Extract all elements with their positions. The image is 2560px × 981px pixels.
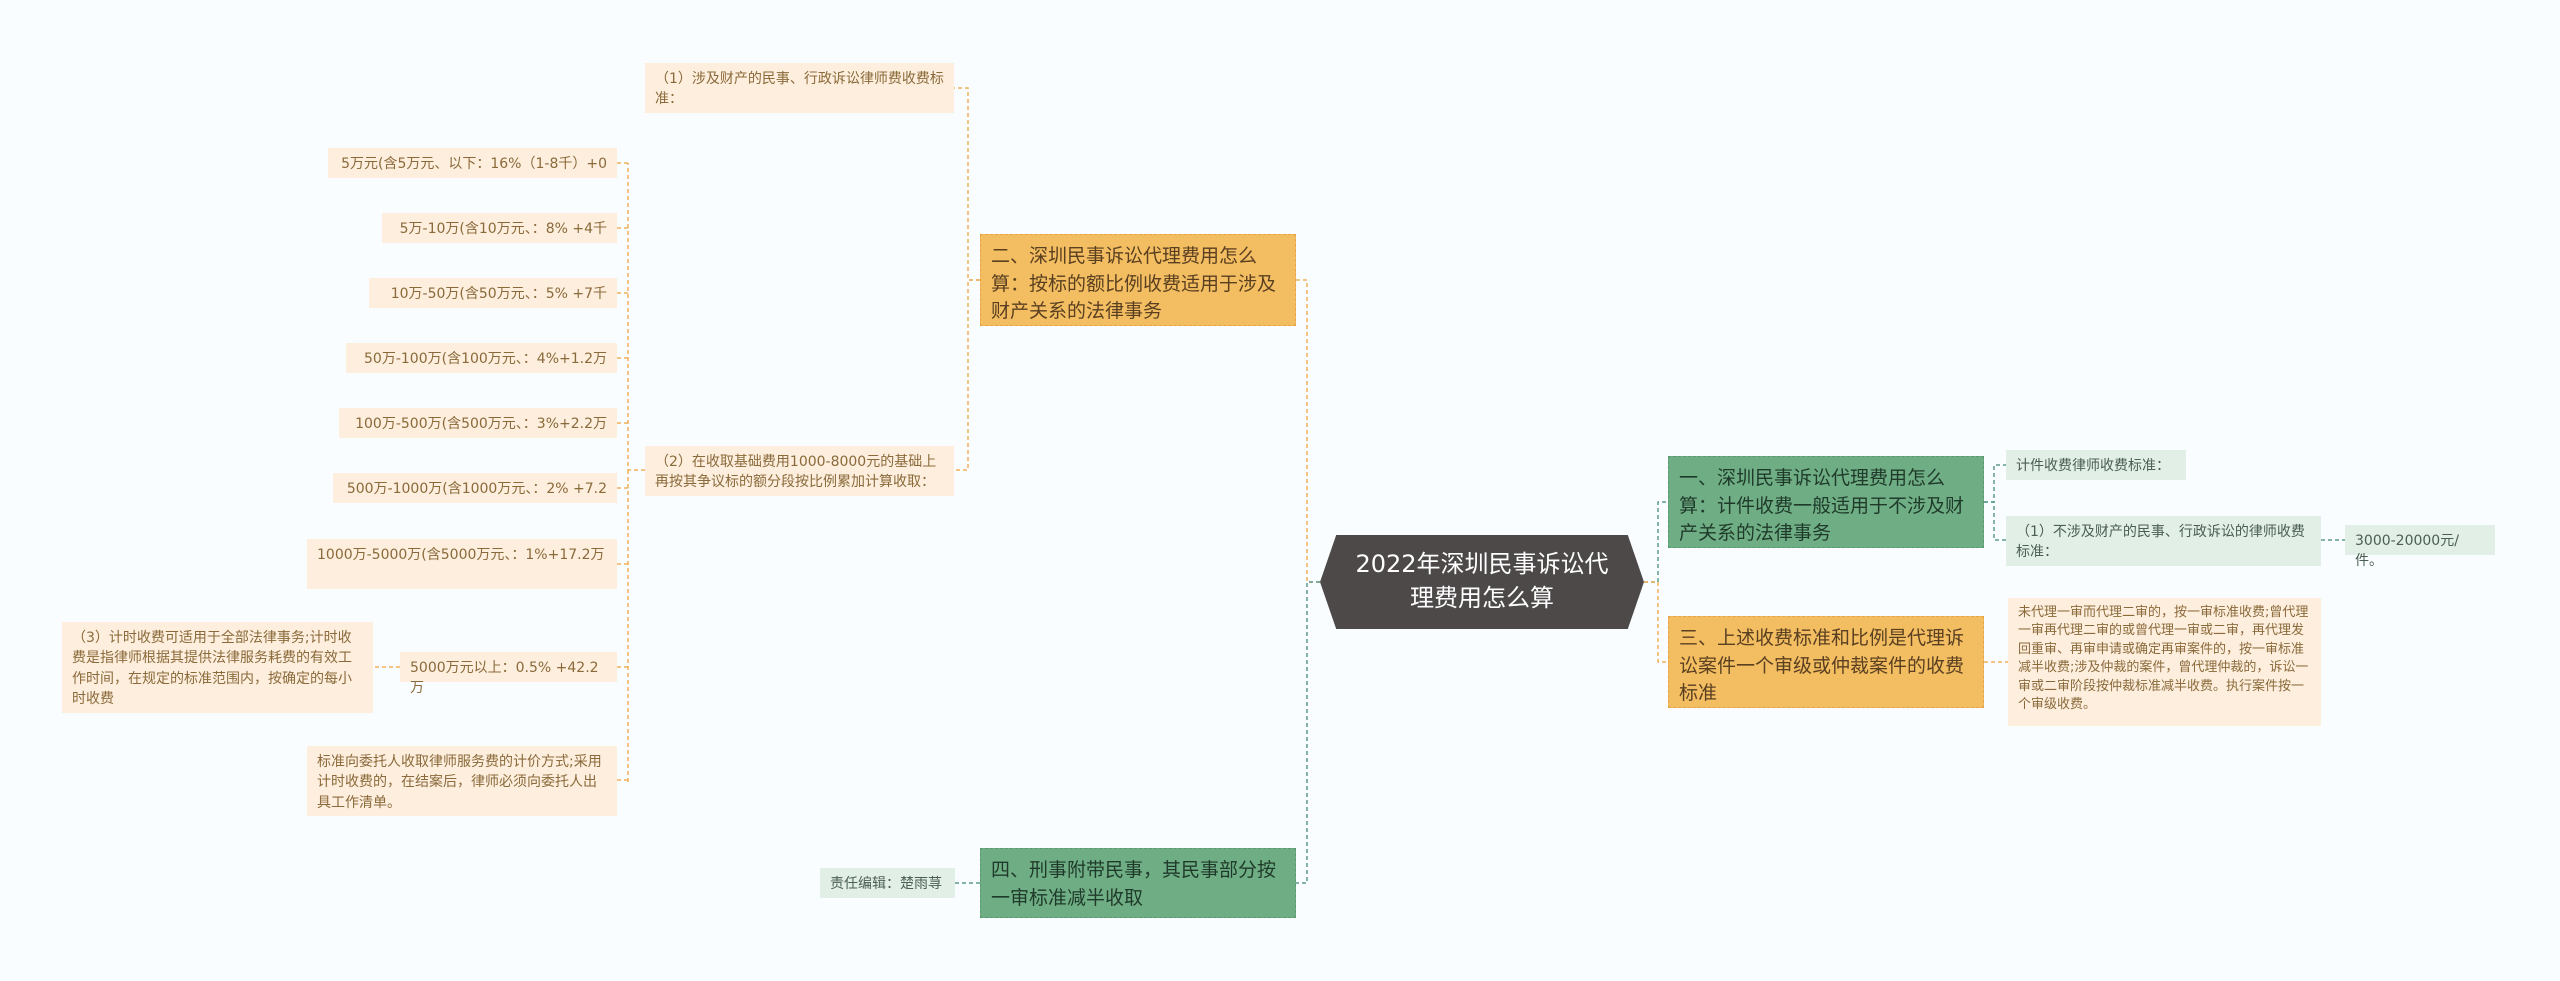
- branch-4-label: 四、刑事附带民事，其民事部分按一审标准减半收取: [991, 859, 1277, 909]
- link-branch2-child2: [954, 279, 980, 471]
- tier-text: 5万元(含5万元、以下：16%（1-8千）+0: [341, 156, 607, 172]
- tier-item[interactable]: 1000万-5000万(含5000万元、：1%+17.2万: [307, 539, 617, 589]
- link-root-branch1: [1644, 501, 1668, 583]
- tier-item[interactable]: 100万-500万(含500万元、：3%+2.2万: [339, 408, 617, 438]
- tier-item[interactable]: 500万-1000万(含1000万元、：2% +7.2: [333, 473, 617, 503]
- tier-text: 5000万元以上：0.5% +42.2万: [410, 660, 599, 697]
- tier-item[interactable]: 5万-10万(含10万元、：8% +4千: [382, 213, 617, 243]
- detail-text: 未代理一审而代理二审的，按一审标准收费;曾代理一审再代理二审的或曾代理一审或二审…: [2018, 605, 2309, 713]
- link-branch1-child1: [1984, 464, 2006, 503]
- branch-2-child-base-fee[interactable]: （2）在收取基础费用1000-8000元的基础上再按其争议标的额分段按比例累加计…: [645, 446, 954, 496]
- tier-item[interactable]: 10万-50万(含50万元、：5% +7千: [369, 278, 617, 308]
- tier-text: 标准向委托人收取律师服务费的计价方式;采用计时收费的，在结案后，律师必须向委托人…: [317, 754, 602, 811]
- branch-3-label: 三、上述收费标准和比例是代理诉讼案件一个审级或仲裁案件的收费标准: [1679, 627, 1965, 705]
- link-root-branch4: [1296, 581, 1320, 884]
- child-label: 计件收费律师收费标准：: [2016, 458, 2170, 474]
- tier-text: 100万-500万(含500万元、：3%+2.2万: [355, 416, 607, 432]
- root-topic[interactable]: 2022年深圳民事诉讼代理费用怎么算: [1320, 535, 1644, 629]
- branch-4-criminal-civil[interactable]: 四、刑事附带民事，其民事部分按一审标准减半收取: [980, 848, 1296, 918]
- branch-2-label: 二、深圳民事诉讼代理费用怎么算：按标的额比例收费适用于涉及财产关系的法律事务: [991, 245, 1277, 323]
- branch-3-standard-scope[interactable]: 三、上述收费标准和比例是代理诉讼案件一个审级或仲裁案件的收费标准: [1668, 616, 1984, 708]
- non-property-fee-value[interactable]: 3000-20000元/件。: [2345, 525, 2495, 569]
- root-title: 2022年深圳民事诉讼代理费用怎么算: [1355, 550, 1609, 612]
- tier-text: 50万-100万(含100万元、：4%+1.2万: [364, 351, 607, 367]
- link-child2-tiers: [627, 163, 645, 784]
- hourly-fee-note[interactable]: （3）计时收费可适用于全部法律事务;计时收费是指律师根据其提供法律服务耗费的有效…: [62, 622, 373, 713]
- branch-1-child-non-property[interactable]: （1）不涉及财产的民事、行政诉讼的律师收费标准：: [2006, 516, 2321, 566]
- link-root-branch2: [1296, 279, 1320, 583]
- branch-2-child-property-standard[interactable]: （1）涉及财产的民事、行政诉讼律师费收费标准：: [645, 63, 954, 113]
- child-label: （1）不涉及财产的民事、行政诉讼的律师收费标准：: [2016, 524, 2305, 561]
- tier-text: 5万-10万(含10万元、：8% +4千: [399, 221, 607, 237]
- link-branch2-child1: [954, 87, 980, 281]
- hourly-note-text: （3）计时收费可适用于全部法律事务;计时收费是指律师根据其提供法律服务耗费的有效…: [72, 630, 352, 707]
- branch-2-property-ratio[interactable]: 二、深圳民事诉讼代理费用怎么算：按标的额比例收费适用于涉及财产关系的法律事务: [980, 234, 1296, 326]
- tier-item[interactable]: 5000万元以上：0.5% +42.2万: [400, 652, 617, 696]
- tier-item[interactable]: 50万-100万(含100万元、：4%+1.2万: [346, 343, 617, 373]
- fee-value: 3000-20000元/件。: [2355, 533, 2459, 570]
- tier-item[interactable]: 5万元(含5万元、以下：16%（1-8千）+0: [328, 148, 617, 178]
- link-branch1-child2: [1984, 501, 2006, 541]
- branch-3-detail[interactable]: 未代理一审而代理二审的，按一审标准收费;曾代理一审再代理二审的或曾代理一审或二审…: [2008, 598, 2321, 726]
- branch-1-billing-per-case[interactable]: 一、深圳民事诉讼代理费用怎么算：计件收费一般适用于不涉及财产关系的法律事务: [1668, 456, 1984, 548]
- editor-credit[interactable]: 责任编辑：楚雨荨: [820, 868, 955, 898]
- child-label: （1）涉及财产的民事、行政诉讼律师费收费标准：: [655, 71, 944, 108]
- tier-text: 500万-1000万(含1000万元、：2% +7.2: [346, 481, 607, 497]
- tier-text: 10万-50万(含50万元、：5% +7千: [390, 286, 607, 302]
- child-label: （2）在收取基础费用1000-8000元的基础上再按其争议标的额分段按比例累加计…: [655, 454, 937, 491]
- tier-item[interactable]: 标准向委托人收取律师服务费的计价方式;采用计时收费的，在结案后，律师必须向委托人…: [307, 746, 617, 816]
- editor-text: 责任编辑：楚雨荨: [830, 876, 942, 892]
- tier-text: 1000万-5000万(含5000万元、：1%+17.2万: [317, 547, 605, 563]
- branch-1-label: 一、深圳民事诉讼代理费用怎么算：计件收费一般适用于不涉及财产关系的法律事务: [1679, 467, 1965, 545]
- branch-1-child-standard[interactable]: 计件收费律师收费标准：: [2006, 450, 2186, 480]
- link-root-branch3: [1644, 581, 1668, 663]
